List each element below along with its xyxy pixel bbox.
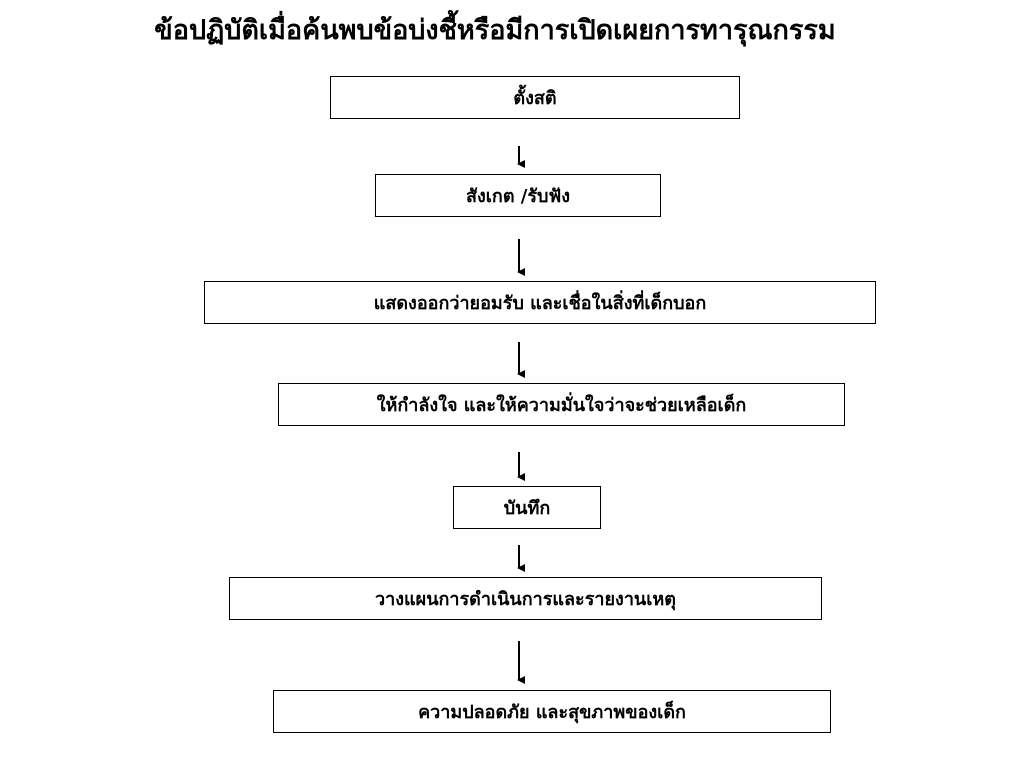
step-box-3: แสดงออกว่ายอมรับ และเชื่อในสิ่งที่เด็กบอ… bbox=[204, 281, 876, 324]
step-box-7: ความปลอดภัย และสุขภาพของเด็ก bbox=[273, 690, 831, 733]
step-box-2: สังเกต /รับฟัง bbox=[375, 174, 661, 217]
step-box-4: ให้กำลังใจ และให้ความมั่นใจว่าจะช่วยเหลื… bbox=[278, 383, 845, 426]
page-title: ข้อปฏิบัติเมื่อค้นพบข้อบ่งชี้หรือมีการเป… bbox=[154, 15, 836, 46]
step-label-4: ให้กำลังใจ และให้ความมั่นใจว่าจะช่วยเหลื… bbox=[376, 395, 747, 416]
step-box-6: วางแผนการดำเนินการและรายงานเหตุ bbox=[229, 577, 822, 620]
step-label-5: บันทึก bbox=[503, 498, 551, 519]
step-label-7: ความปลอดภัย และสุขภาพของเด็ก bbox=[418, 702, 686, 723]
step-label-2: สังเกต /รับฟัง bbox=[466, 186, 570, 207]
step-label-6: วางแผนการดำเนินการและรายงานเหตุ bbox=[375, 589, 676, 610]
step-box-1: ตั้งสติ bbox=[330, 76, 740, 119]
step-label-3: แสดงออกว่ายอมรับ และเชื่อในสิ่งที่เด็กบอ… bbox=[373, 293, 707, 314]
step-box-5: บันทึก bbox=[453, 486, 601, 529]
step-label-1: ตั้งสติ bbox=[513, 88, 557, 109]
